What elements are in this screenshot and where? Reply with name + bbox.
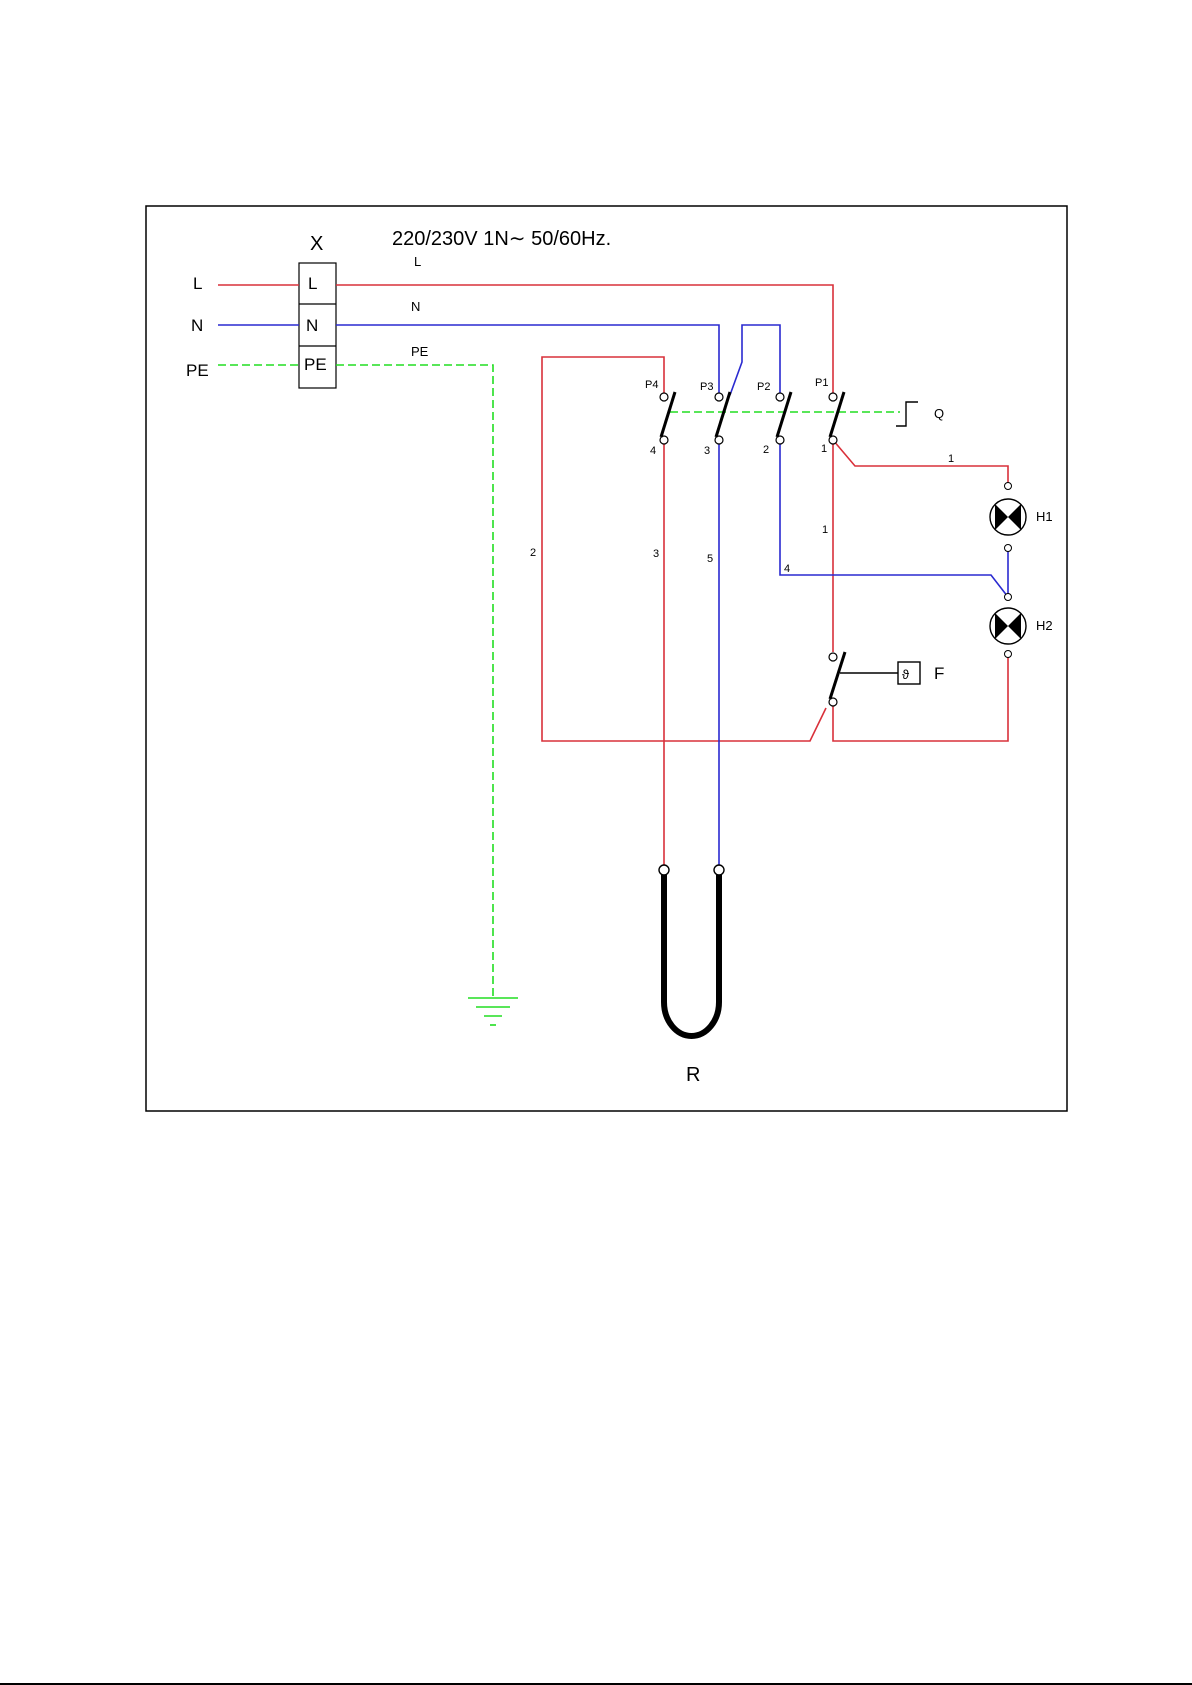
pole-label-p4: P4 xyxy=(645,379,658,391)
lamp-h2 xyxy=(990,594,1026,658)
input-label-n: N xyxy=(191,316,203,335)
supply-label: 220/230V 1N∼ 50/60Hz. xyxy=(392,228,611,250)
wire-label-pe: PE xyxy=(411,344,429,359)
switch-actuator-symbol xyxy=(896,402,918,426)
lamp-label-h1: H1 xyxy=(1036,509,1053,524)
terminal-n: N xyxy=(306,316,318,335)
switch-pole-p1 xyxy=(829,392,844,444)
switch-q xyxy=(660,392,918,444)
switch-pole-p2 xyxy=(776,392,791,444)
earth-wires xyxy=(218,365,900,997)
terminal-pe: PE xyxy=(304,355,327,374)
switch-label: Q xyxy=(934,406,944,421)
wire-label-3: 3 xyxy=(653,548,659,560)
input-label-pe: PE xyxy=(186,361,209,380)
wire-label-2: 2 xyxy=(530,547,536,559)
lamp-h1 xyxy=(990,483,1026,552)
thermostat-symbol: ϑ xyxy=(902,667,910,682)
contact-label-3: 3 xyxy=(704,445,710,457)
contact-label-2: 2 xyxy=(763,444,769,456)
wire-label-4: 4 xyxy=(784,563,790,575)
contact-label-4: 4 xyxy=(650,445,656,457)
input-label-l: L xyxy=(193,274,202,293)
diagram-frame xyxy=(146,206,1067,1111)
wire-label-1b: 1 xyxy=(822,524,828,536)
wire-label-n: N xyxy=(411,299,420,314)
pole-label-p1: P1 xyxy=(815,377,828,389)
pole-label-p2: P2 xyxy=(757,381,770,393)
ground-symbol xyxy=(468,998,518,1025)
thermostat-label: F xyxy=(934,664,944,683)
heater-label: R xyxy=(686,1064,700,1086)
lamp-label-h2: H2 xyxy=(1036,618,1053,633)
wire-label-1a: 1 xyxy=(948,453,954,465)
switch-pole-p4 xyxy=(660,392,675,444)
switch-pole-p3 xyxy=(715,392,730,444)
terminal-l: L xyxy=(308,274,317,293)
contact-label-1: 1 xyxy=(821,443,827,455)
terminal-block-label: X xyxy=(310,233,323,255)
neutral-wires xyxy=(218,325,1008,868)
wire-label-l: L xyxy=(414,254,421,269)
pole-label-p3: P3 xyxy=(700,381,713,393)
wire-label-5: 5 xyxy=(707,553,713,565)
heater-r xyxy=(659,865,724,1036)
